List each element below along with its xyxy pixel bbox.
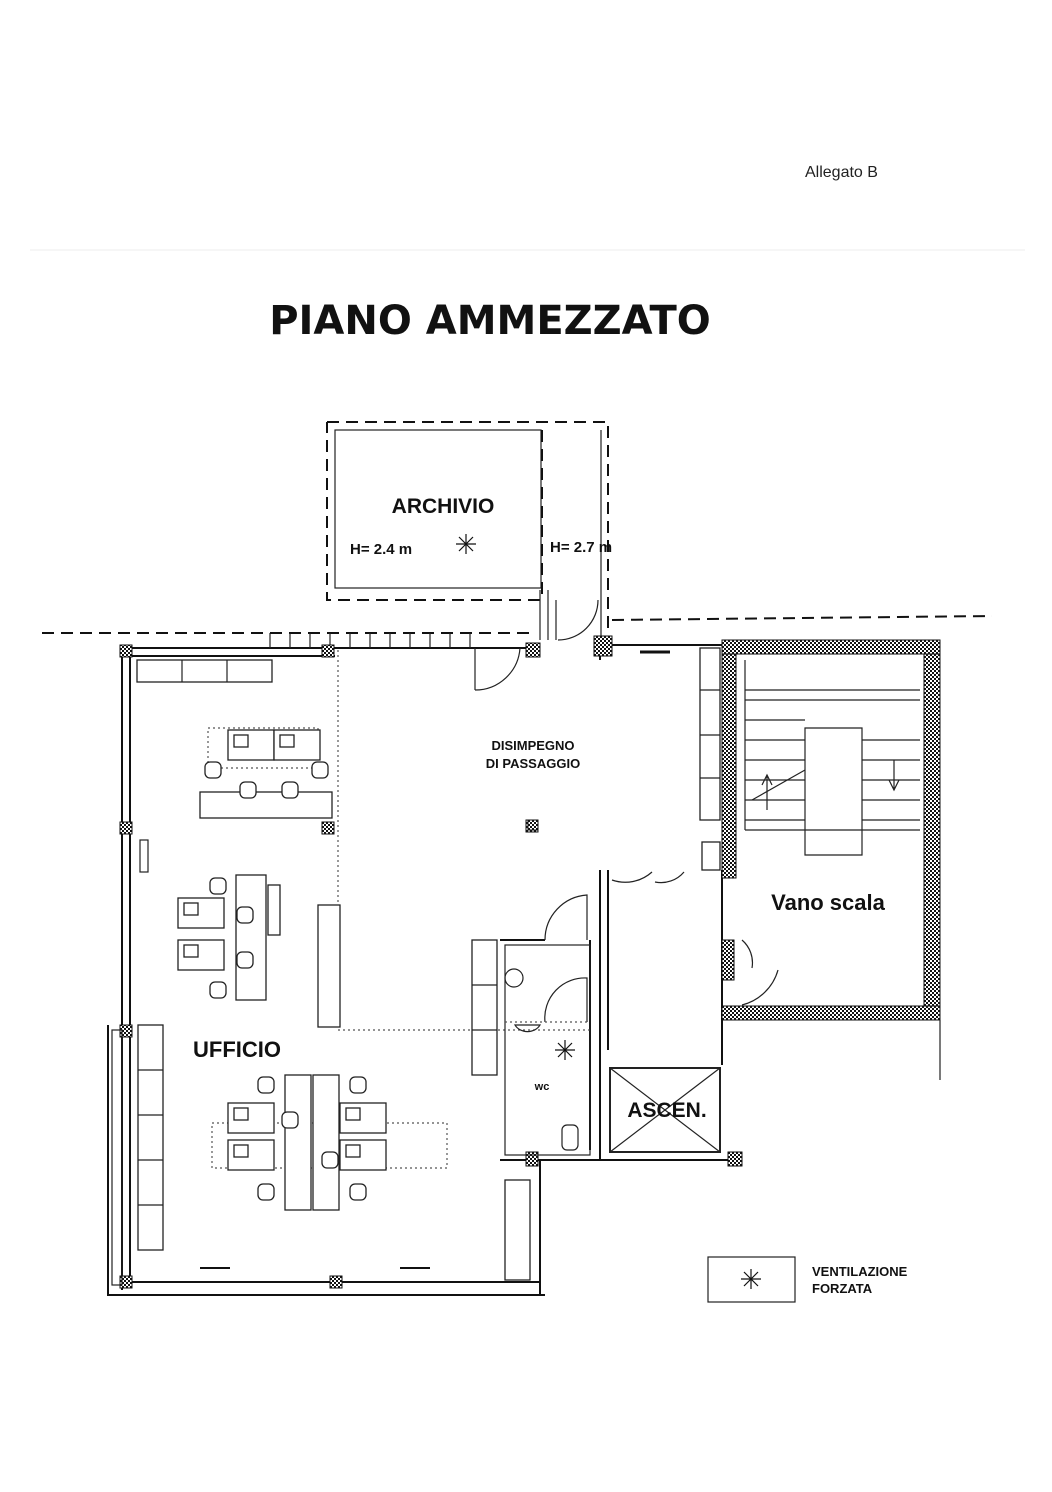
archivio-height: H= 2.4 m — [350, 541, 412, 558]
vano-scala-label: Vano scala — [771, 890, 886, 915]
ventilation-asterisk-icon — [455, 533, 477, 555]
disimpegno-label-1: DISIMPEGNO — [491, 738, 574, 753]
page-title: PIANO AMMEZZATO — [269, 298, 711, 344]
elevator: ASCEN. — [609, 1067, 721, 1153]
stairwell: Vano scala — [721, 639, 941, 1080]
legend-line-2: FORZATA — [812, 1281, 873, 1296]
furniture: UFFICIO — [136, 647, 721, 1281]
wc-label: wc — [534, 1081, 550, 1093]
asterisk-icon — [740, 1268, 762, 1290]
disimpegno-label-2: DI PASSAGGIO — [486, 756, 580, 771]
corridor-height: H= 2.7 m — [550, 539, 612, 556]
legend: VENTILAZIONE FORZATA — [707, 1256, 908, 1303]
ufficio-label: UFFICIO — [193, 1037, 281, 1062]
archivio-label: ARCHIVIO — [392, 495, 495, 518]
annex-label: Allegato B — [805, 164, 878, 181]
archivio-room: ARCHIVIO H= 2.4 m H= 2.7 m — [326, 421, 612, 641]
wc-room: wc — [504, 894, 591, 1156]
ventilation-asterisk-icon — [554, 1039, 576, 1061]
legend-line-1: VENTILAZIONE — [812, 1264, 908, 1279]
ascensore-label: ASCEN. — [627, 1099, 706, 1122]
building-walls — [107, 633, 743, 1296]
